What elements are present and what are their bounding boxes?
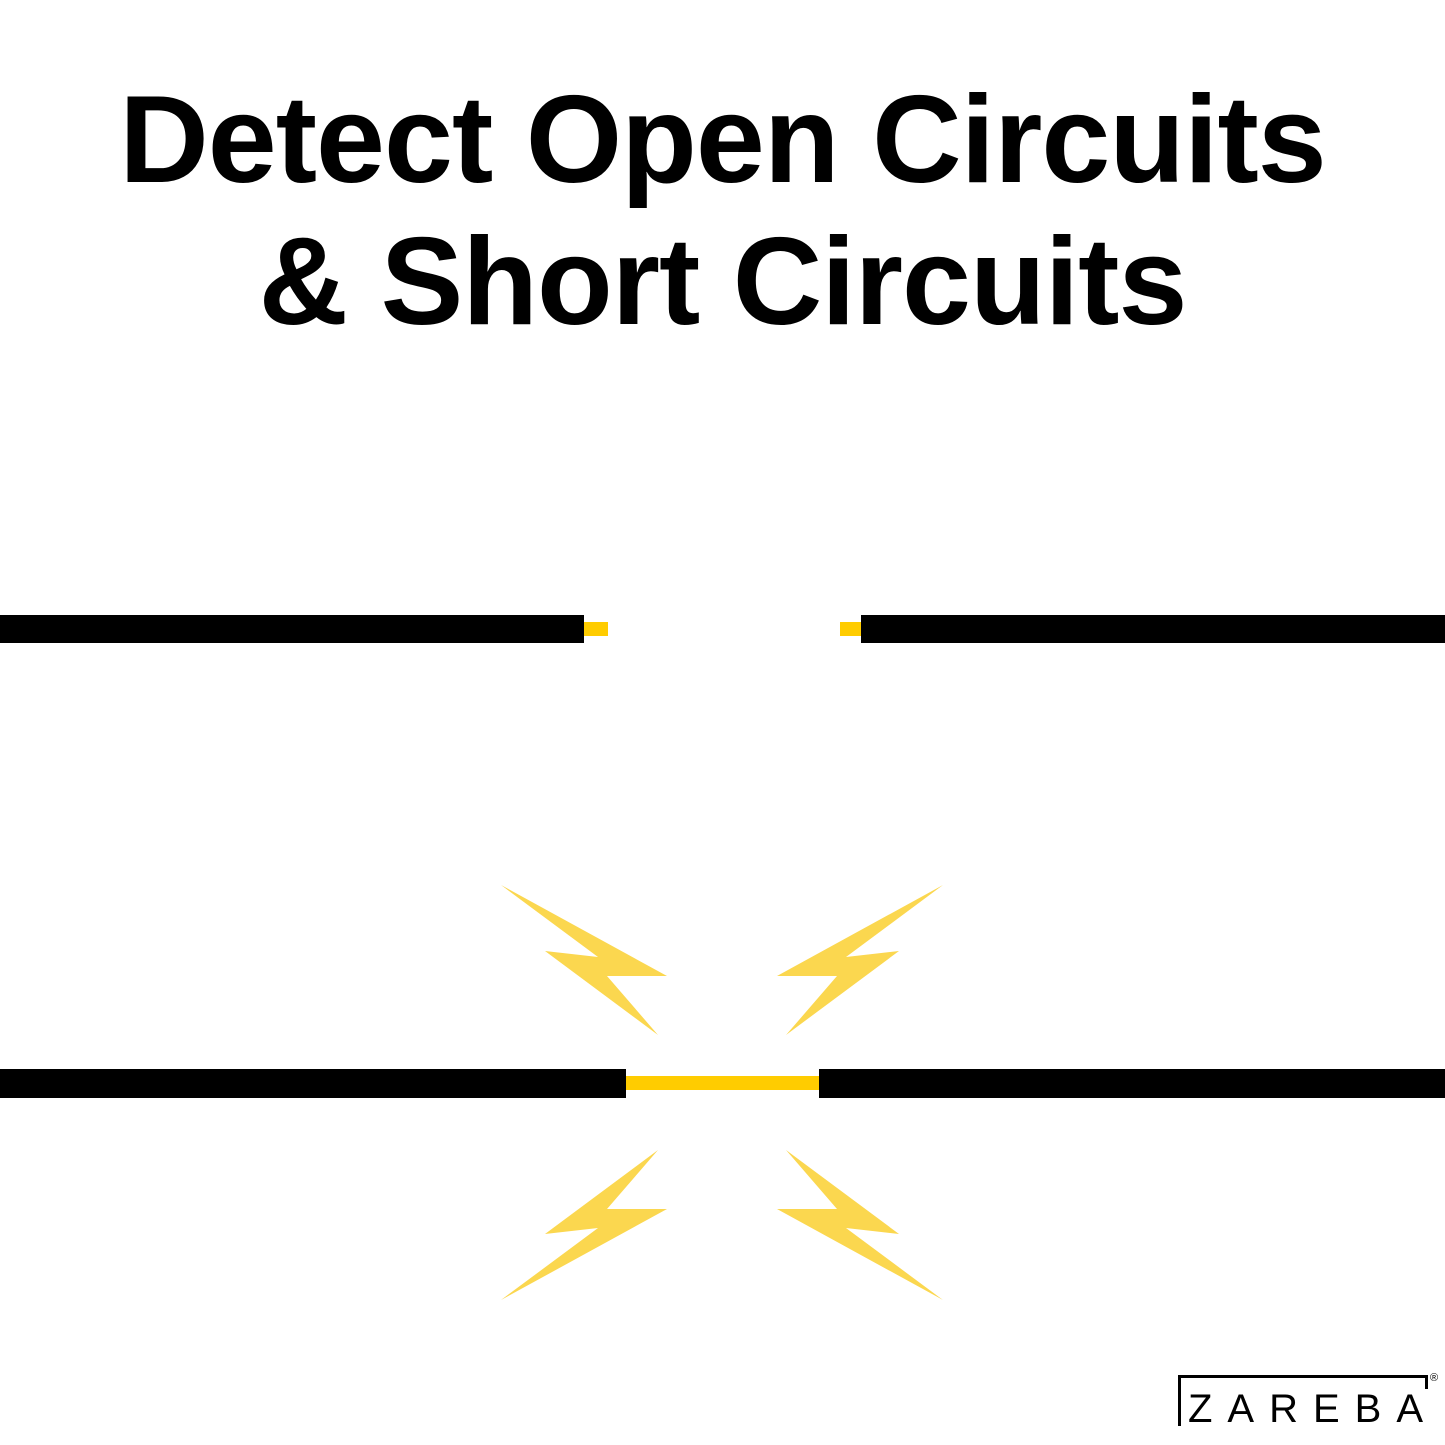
logo-text: ZAREBA <box>1186 1387 1441 1431</box>
lightning-bolt-icon <box>501 885 667 1035</box>
short-wire-conductor <box>626 1076 819 1090</box>
lightning-bolt-icon <box>501 1150 667 1300</box>
short-wire-left-insulation <box>0 1069 626 1098</box>
headline-line-2: & Short Circuits <box>258 213 1188 351</box>
registered-mark: ® <box>1430 1372 1439 1384</box>
open-circuit-wire <box>0 615 1445 643</box>
headline-line-1: Detect Open Circuits <box>119 71 1327 209</box>
open-wire-left-insulation <box>0 615 584 643</box>
lightning-bolt-icon <box>777 885 943 1035</box>
short-wire-right-insulation <box>819 1069 1445 1098</box>
open-wire-right-insulation <box>861 615 1445 643</box>
lightning-bolt-icon <box>777 1150 943 1300</box>
open-wire-left-conductor <box>584 622 608 636</box>
open-wire-right-conductor <box>840 622 861 636</box>
zareba-logo: ZAREBA <box>1178 1375 1441 1429</box>
short-circuit-wire <box>0 1069 1445 1098</box>
